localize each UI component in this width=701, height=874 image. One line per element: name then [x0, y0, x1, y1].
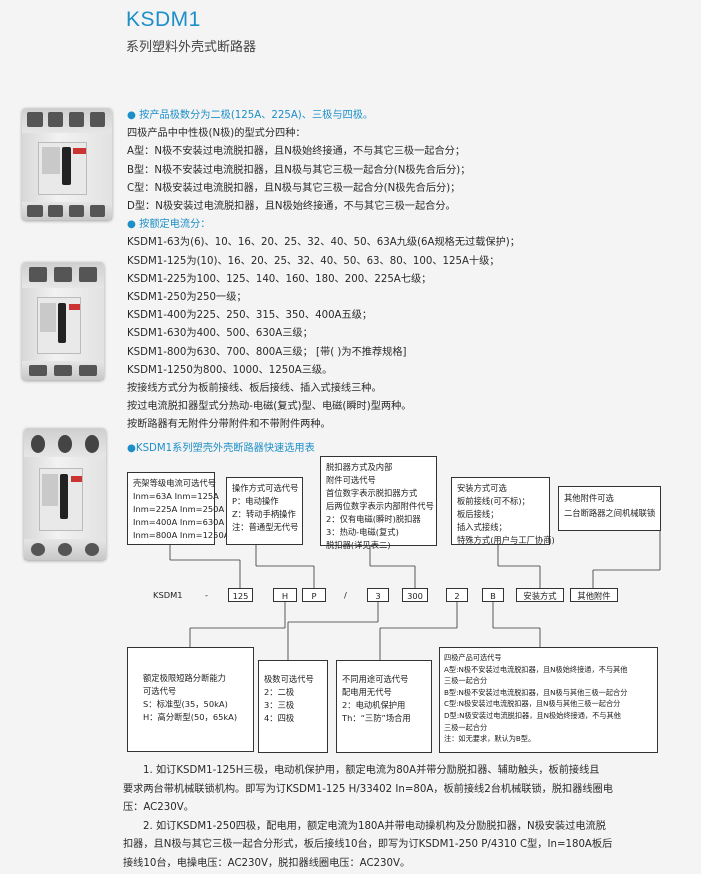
box-line: 四极产品可选代号: [444, 653, 502, 662]
box-line: 后两位数字表示内部附件代号: [326, 501, 434, 511]
box-line: Th：“三防”场合用: [342, 713, 411, 723]
selection-heading: ●KSDM1系列塑壳外壳断路器快速选用表: [127, 443, 315, 454]
box-line: S：标准型(35，50kA): [143, 699, 228, 709]
spec-heading: ● 按产品极数分为二极(125A、225A)、三极与四极。: [127, 110, 374, 121]
code-slash: /: [344, 590, 347, 600]
installation-mode-box: 安装方式可选板前接线(可不标)； 板后接线； 插入式接线； 特殊方式(用户与工厂协商): [451, 477, 555, 545]
box-line: C型:N极安装过电流脱扣器，且N极与其他三极一起合分: [444, 699, 621, 709]
code-poles: 2: [446, 588, 468, 602]
code-breaking-capacity: H: [273, 588, 297, 602]
breaker-image-three-pole: [22, 262, 104, 380]
code-accessory: 300: [402, 588, 428, 602]
spec-line: 按过电流脱扣器型式分热动-电磁(复式)型、电磁(瞬时)型两种。: [127, 401, 412, 413]
neutral-pole-box: 四极产品可选代号 A型:N极不安装过电流脱扣器，且N极始终接通，不与其他三极一起合…: [439, 647, 658, 753]
box-line: 操作方式可选代号: [232, 483, 299, 493]
spec-line: KSDM1-400为225、250、315、350、400A五级；: [127, 310, 373, 322]
box-line: A型:N极不安装过电流脱扣器，且N极始终接通，不与其他: [444, 664, 628, 674]
box-line: 三极一起合分: [444, 722, 488, 732]
spec-line: C型：N极安装过电流脱扣器，且N极与其它三极一起合分(N极先合后分)；: [127, 182, 461, 194]
box-line: 2：二极: [264, 687, 295, 697]
code-other-accessory: 其他附件: [570, 588, 618, 602]
box-line: 2：电动机保护用: [342, 700, 406, 710]
spec-line: KSDM1-630为400、500、630A三级；: [127, 328, 313, 340]
box-line: Inm=225A Inm=250A: [133, 504, 225, 514]
box-line: Inm=400A Inm=630A: [133, 517, 225, 527]
box-line: 首位数字表示脱扣器方式: [326, 488, 418, 498]
box-line: 极数可选代号: [264, 674, 314, 684]
box-line: 板前接线(可不标)；: [457, 496, 530, 506]
spec-line: B型：N极不安装过电流脱扣器，且N极与其它三极一起合分(N极先合后分)；: [127, 164, 471, 176]
box-line: 插入式接线；: [457, 522, 507, 532]
box-line: 板后接线；: [457, 509, 499, 519]
note-line: 要求两台带机械联锁机构。即写为订KSDM1-125 H/33402 In=80A…: [123, 783, 613, 795]
box-line: 不同用途可选代号: [342, 674, 409, 684]
page-title: KSDM1: [126, 8, 201, 31]
box-line: 额定极限短路分断能力: [143, 673, 226, 683]
spec-line: KSDM1-250为250一级；: [127, 292, 247, 304]
spec-line: 按接线方式分为板前接线、板后接线、插入式接线三种。: [127, 383, 382, 395]
poles-box: 极数可选代号 2：二极 3：三极 4：四极: [258, 660, 328, 753]
code-installation-mode: 安装方式: [516, 588, 564, 602]
spec-line: 按断路器有无附件分带附件和不带附件两种。: [127, 419, 331, 431]
box-line: 注：如无要求，默认为B型。: [444, 734, 536, 744]
box-line: 附件可选代号: [326, 475, 376, 485]
note-line: 1. 如订KSDM1-125H三极，电动机保护用，额定电流为80A并带分励脱扣器…: [143, 765, 600, 776]
box-line: 3：三极: [264, 700, 295, 710]
spec-line: KSDM1-1250为800、1000、1250A三级。: [127, 364, 333, 376]
box-line: 其他附件可选: [564, 493, 614, 503]
order-notes: 1. 如订KSDM1-125H三极，电动机保护用，额定电流为80A并带分励脱扣器…: [123, 762, 613, 874]
spec-line: KSDM1-63为(6)、10、16、20、25、32、40、50、63A九级(…: [127, 237, 520, 249]
code-frame-current: 125: [228, 588, 253, 602]
code-release-type: 3: [367, 588, 389, 602]
spec-list: ● 按产品极数分为二极(125A、225A)、三极与四极。四极产品中中性极(N极…: [127, 107, 520, 435]
breaker-image-four-pole: [22, 108, 112, 220]
operation-mode-box: 操作方式可选代号 P：电动操作 Z：转动手柄操作注：普通型无代号: [226, 477, 303, 545]
spec-line: KSDM1-125为(10)、16、20、25、32、40、50、63、80、1…: [127, 255, 500, 267]
spec-line: D型：N极安装过电流脱扣器，且N极始终接通，不与其它三极一起合分。: [127, 201, 456, 213]
box-line: 3：热动-电磁(复式): [326, 527, 399, 537]
note-line: 扣器，且N极与其它三极一起合分形式，板后接线10台，即写为订KSDM1-250 …: [123, 839, 613, 851]
spec-line: A型：N极不安装过电流脱扣器，且N极始终接通，不与其它三极一起合分；: [127, 146, 466, 158]
code-dash: -: [205, 590, 208, 600]
box-line: 二台断路器之间机械联锁: [564, 508, 656, 518]
breaker-image-large-frame: [24, 428, 106, 560]
box-line: Inm=63A Inm=125A: [133, 491, 219, 501]
box-line: 三极一起合分: [444, 676, 488, 686]
spec-line: 四极产品中中性极(N极)的型式分四种：: [127, 128, 306, 140]
note-line: 2. 如订KSDM1-250四极，配电用，额定电流为180A并带电动操机构及分励…: [143, 820, 606, 832]
box-line: B型:N极不安装过电流脱扣器，且N极与其他三极一起合分: [444, 687, 628, 697]
breaking-capacity-box: 额定极限短路分断能力可选代号 S：标准型(35，50kA) H：高分断型(50，65…: [127, 647, 254, 752]
box-line: 脱扣器(详见表二): [326, 540, 391, 550]
box-line: D型:N极安装过电流脱扣器，且N极始终接通，不与其他: [444, 710, 621, 720]
release-type-box: 脱扣器方式及内部附件可选代号首位数字表示脱扣器方式后两位数字表示内部附件代号 2：…: [320, 456, 437, 550]
box-line: 4：四极: [264, 713, 295, 723]
box-line: 配电用无代号: [342, 687, 392, 697]
frame-current-box: 壳架等级电流可选代号 Inm=63A Inm=125A Inm=225A Inm=2…: [127, 472, 230, 545]
box-line: 特殊方式(用户与工厂协商): [457, 535, 555, 545]
code-neutral-type: B: [482, 588, 504, 602]
code-operation-mode: P: [302, 588, 326, 602]
box-line: H：高分断型(50，65kA): [143, 712, 238, 722]
box-line: 安装方式可选: [457, 483, 507, 493]
spec-heading: ● 按额定电流分：: [127, 219, 211, 231]
box-line: 注：普通型无代号: [232, 522, 299, 532]
box-line: 脱扣器方式及内部: [326, 462, 393, 472]
box-line: Z：转动手柄操作: [232, 509, 296, 519]
page-subtitle: 系列塑料外壳式断路器: [126, 40, 257, 55]
spec-line: KSDM1-225为100、125、140、160、180、200、225A七级…: [127, 273, 432, 285]
box-line: 可选代号: [143, 686, 177, 696]
other-accessory-box: 其他附件可选二台断路器之间机械联锁: [558, 486, 661, 531]
box-line: 壳架等级电流可选代号: [133, 478, 216, 488]
box-line: P：电动操作: [232, 496, 279, 506]
spec-line: KSDM1-800为630、700、800A三级； [带( )为不推荐规格]: [127, 346, 407, 358]
box-line: Inm=800A Inm=1250A: [133, 530, 230, 540]
usage-box: 不同用途可选代号配电用无代号 2：电动机保护用 Th：“三防”场合用: [336, 660, 432, 753]
note-line: 压：AC230V。: [123, 802, 194, 814]
code-prefix: KSDM1: [153, 590, 183, 600]
box-line: 2：仅有电磁(瞬时)脱扣器: [326, 514, 421, 524]
note-line: 接线10台，电操电压：AC230V，脱扣器线圈电压：AC230V。: [123, 857, 411, 869]
